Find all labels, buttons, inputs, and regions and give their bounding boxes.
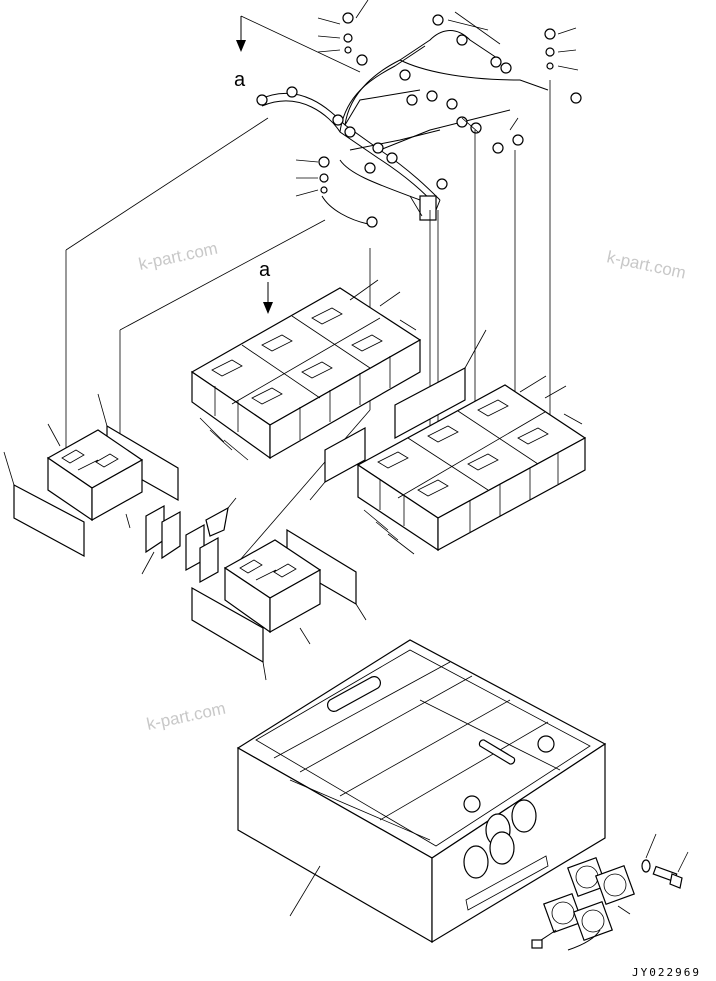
cooling-fans <box>531 857 635 951</box>
battery-bank-right <box>356 384 587 552</box>
fasteners-case <box>641 833 689 889</box>
watermark-right-top: k-part.com <box>605 247 687 282</box>
watermark-left-top: k-part.com <box>137 239 219 274</box>
drawing-code: JY022969 <box>632 966 701 979</box>
wiring-harness <box>256 12 582 228</box>
leader-lines-center-bank <box>199 279 417 461</box>
view-label-mid: a <box>259 259 271 281</box>
leader-lines-right-bank <box>363 375 583 555</box>
leader-lines-top <box>295 0 579 217</box>
view-arrow-top: a <box>234 15 361 91</box>
view-arrow-mid: a <box>259 259 273 314</box>
battery-single-center <box>223 539 322 645</box>
view-label-top: a <box>234 69 246 91</box>
routing-lines <box>65 80 551 561</box>
battery-case <box>236 639 607 944</box>
watermark-left-bottom: k-part.com <box>145 699 227 734</box>
battery-single-left <box>46 423 144 529</box>
terminal-covers <box>141 497 237 584</box>
battery-bank-center <box>190 287 422 460</box>
